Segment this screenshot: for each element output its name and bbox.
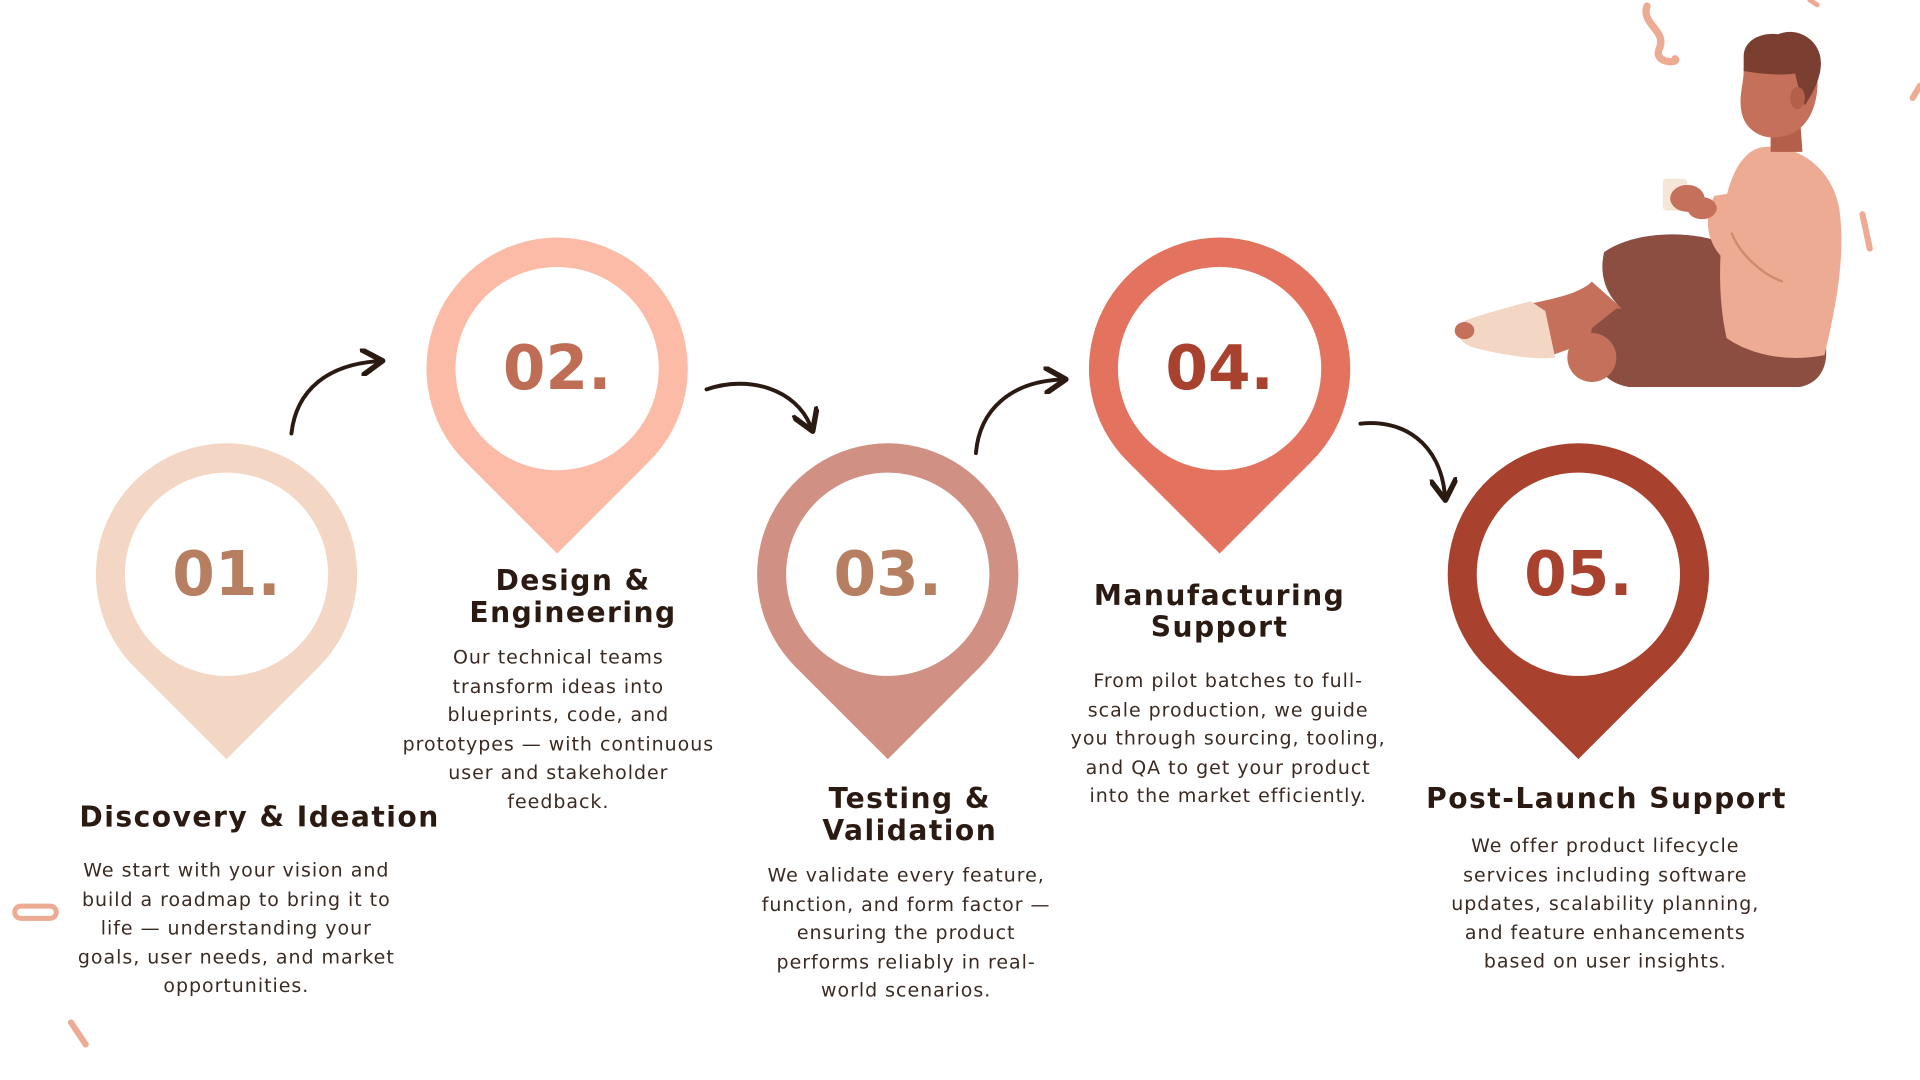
step-01-description: We start with your vision and build a ro… — [77, 859, 395, 997]
step-04-number: 04. — [1165, 333, 1273, 404]
step-02-description: Our technical teams transform ideas into… — [402, 646, 715, 813]
step-05-description: We offer product lifecycle services incl… — [1451, 835, 1760, 973]
step-04-title: Manufacturing Support — [1093, 580, 1346, 645]
pin-05-icon — [1447, 443, 1709, 760]
step-02-title: Design & Engineering — [469, 565, 677, 630]
step-01-title: Discovery & Ideation — [79, 802, 440, 834]
curved-arrow-icon — [1358, 421, 1444, 495]
pin-03-icon — [757, 443, 1019, 760]
step-05-title: Post-Launch Support — [1426, 783, 1787, 816]
pin-02-icon — [426, 237, 688, 554]
step-04-description: From pilot batches to full- scale produc… — [1070, 669, 1386, 807]
curved-arrow-icon — [289, 361, 377, 436]
confetti-icon — [12, 0, 1920, 1048]
step-03-description: We validate every feature, function, and… — [761, 864, 1051, 1002]
curved-arrow-icon — [704, 381, 811, 426]
pin-04-icon — [1088, 237, 1351, 554]
step-02-number: 02. — [503, 333, 611, 404]
step-01-number: 01. — [172, 539, 280, 610]
pin-01-icon — [95, 443, 358, 760]
step-05-number: 05. — [1524, 539, 1632, 610]
step-03-title: Testing & Validation — [822, 783, 998, 848]
sitting-person-with-mug-icon — [1454, 31, 1842, 387]
step-03-number: 03. — [834, 539, 942, 610]
curved-arrow-icon — [973, 380, 1060, 456]
